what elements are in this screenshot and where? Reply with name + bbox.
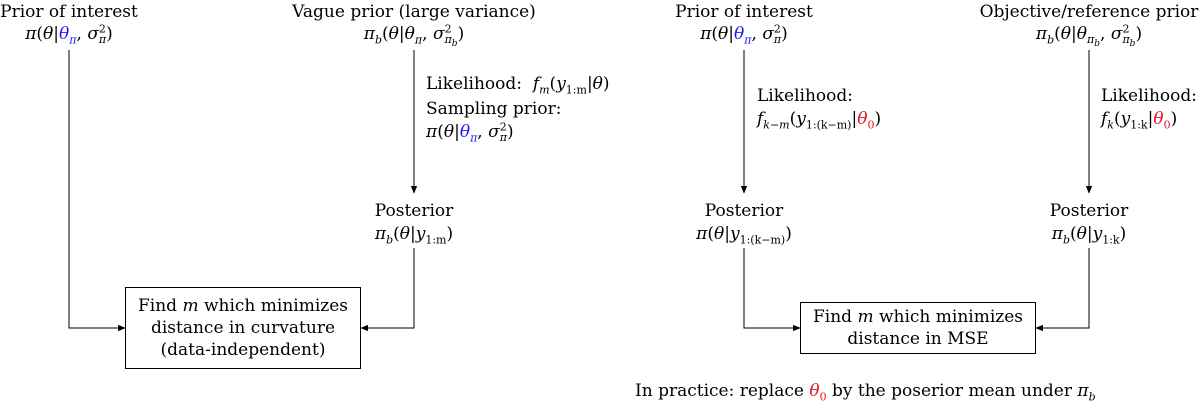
arrow-prior-to-box-left	[68, 50, 126, 332]
result-box-line1: Find m which minimizes	[137, 296, 349, 316]
result-box-mse: Find m which minimizes distance in MSE	[800, 302, 1036, 354]
prior-of-interest-formula-left: π(θ|θπ, σ2π)	[25, 22, 113, 47]
vague-prior-formula: πb(θ|θπ, σ2πb)	[363, 22, 465, 50]
reference-prior-formula: πb(θ|θπb, σ2πb)	[1035, 22, 1143, 50]
posterior-title-left: Posterior	[374, 201, 454, 221]
likelihood-label-left: Likelihood: fm(y1:m|θ)	[426, 74, 610, 97]
posterior-title-right-b: Posterior	[1049, 201, 1129, 221]
posterior-formula-right-a: π(θ|y1:(k−m))	[696, 224, 792, 247]
sampling-prior-label: Sampling prior:	[426, 99, 562, 119]
result-box-line3: (data-independent)	[160, 340, 326, 360]
result-box-mse-line1: Find m which minimizes	[812, 307, 1024, 327]
result-box-mse-line2: distance in MSE	[847, 329, 989, 349]
arrow-posterior-to-box-right-a	[743, 248, 801, 332]
reference-prior-title: Objective/reference prior	[979, 2, 1199, 22]
posterior-title-right-a: Posterior	[704, 201, 784, 221]
posterior-formula-right-b: πb(θ|y1:k)	[1051, 224, 1127, 247]
result-box-line2: distance in curvature	[150, 318, 336, 338]
sampling-prior-formula: π(θ|θπ, σ2π)	[426, 120, 514, 145]
likelihood-label-right-a: Likelihood:	[757, 86, 853, 106]
prior-of-interest-formula-right: π(θ|θπ, σ2π)	[700, 22, 788, 47]
footnote: In practice: replace θ0 by the poserior …	[635, 381, 1096, 404]
result-box-curvature: Find m which minimizes distance in curva…	[125, 287, 361, 369]
posterior-formula-left: πb(θ|y1:m)	[374, 224, 454, 247]
vague-prior-title: Vague prior (large variance)	[292, 2, 536, 22]
prior-of-interest-title-left: Prior of interest	[0, 2, 138, 22]
prior-of-interest-title-right: Prior of interest	[675, 2, 813, 22]
arrow-posterior-to-box-left	[360, 248, 415, 332]
likelihood-formula-right-a: fk−m(y1:(k−m)|θ0)	[757, 109, 882, 132]
arrow-posterior-to-box-right-b	[1035, 248, 1090, 332]
likelihood-label-right-b: Likelihood:	[1101, 86, 1197, 106]
likelihood-formula-right-b: fk(y1:k|θ0)	[1101, 109, 1178, 132]
